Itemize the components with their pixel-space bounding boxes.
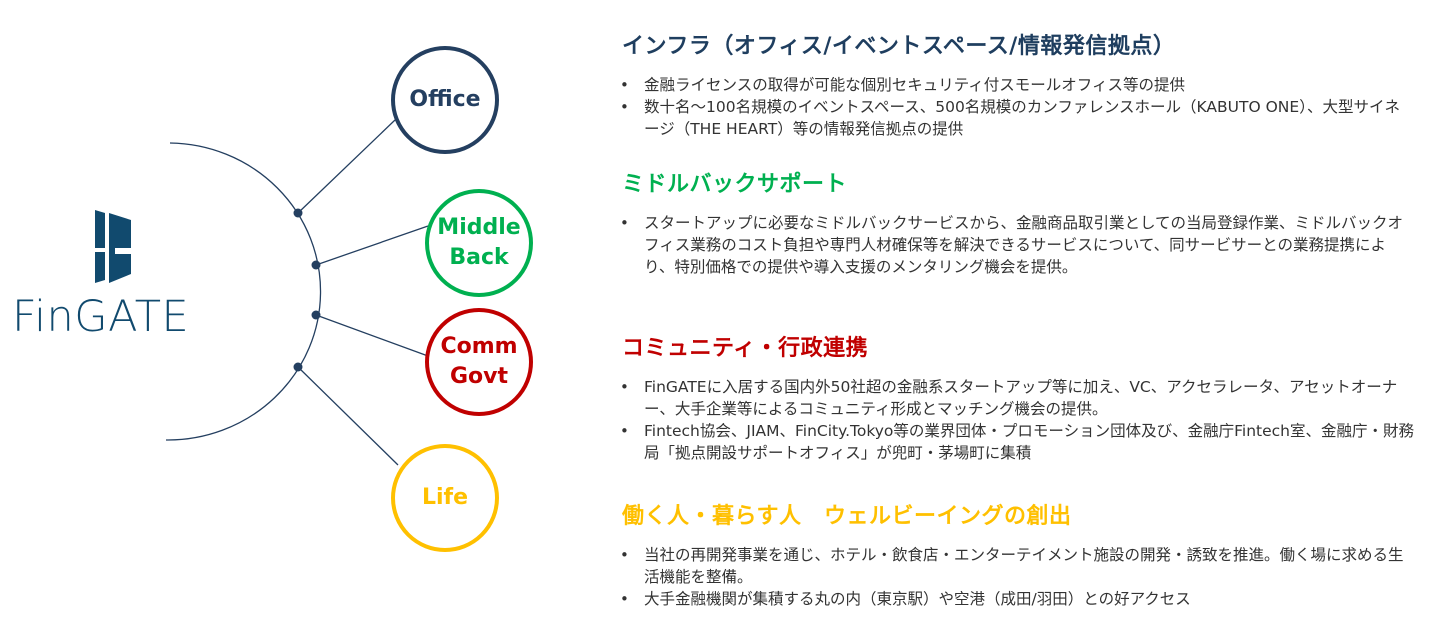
- hub-diagram: FinGATE Office Middle Back Comm Govt Lif…: [0, 0, 580, 626]
- bullet-icon: •: [620, 378, 629, 396]
- junction-dot-comm-govt: [311, 310, 321, 320]
- connector-middle-back: [315, 225, 429, 266]
- section-infra-list: • 金融ライセンスの取得が可能な個別セキュリティ付スモールオフィス等の提供 • 数十…: [614, 74, 1434, 140]
- list-item-text: 金融ライセンスの取得が可能な個別セキュリティ付スモールオフィス等の提供: [644, 76, 1185, 94]
- node-comm-govt: Comm Govt: [425, 308, 533, 416]
- list-item: • Fintech協会、JIAM、FinCity.Tokyo等の業界団体・プロモー…: [614, 420, 1414, 464]
- connector-comm-govt: [315, 314, 429, 357]
- list-item-text: スタートアップに必要なミドルバックサービスから、金融商品取引業としての当局登録作…: [644, 214, 1404, 276]
- list-item-text: 当社の再開発事業を通じ、ホテル・飲食店・エンターテイメント施設の開発・誘致を推進…: [644, 546, 1404, 586]
- list-item: • FinGATEに入居する国内外50社超の金融系スタートアップ等に加え、VC、ア…: [614, 376, 1414, 420]
- section-infra-title: インフラ（オフィス/イベントスペース/情報発信拠点）: [622, 34, 1176, 59]
- bullet-icon: •: [620, 76, 629, 94]
- node-middle-back: Middle Back: [425, 189, 533, 297]
- junction-dot-middle-back: [311, 260, 321, 270]
- connector-office: [297, 119, 396, 214]
- section-middle-back: ミドルバックサポート • スタートアップに必要なミドルバックサービスから、金融商品…: [614, 170, 1434, 278]
- section-community-title: コミュニティ・行政連携: [622, 336, 869, 361]
- node-office: Office: [391, 46, 499, 154]
- node-middle-back-label: Middle Back: [437, 215, 521, 270]
- junction-dot-life: [293, 362, 303, 372]
- section-middle-back-list: • スタートアップに必要なミドルバックサービスから、金融商品取引業としての当局登録…: [614, 212, 1434, 278]
- section-infra: インフラ（オフィス/イベントスペース/情報発信拠点） • 金融ライセンスの取得が可…: [614, 32, 1434, 140]
- section-middle-back-title: ミドルバックサポート: [622, 172, 848, 197]
- bullet-icon: •: [620, 546, 629, 564]
- section-community-list: • FinGATEに入居する国内外50社超の金融系スタートアップ等に加え、VC、ア…: [614, 376, 1434, 464]
- junction-dot-office: [293, 208, 303, 218]
- node-comm-govt-label: Comm Govt: [440, 334, 518, 389]
- list-item: • スタートアップに必要なミドルバックサービスから、金融商品取引業としての当局登録…: [614, 212, 1414, 278]
- hub-arc: [165, 142, 322, 441]
- list-item-text: FinGATEに入居する国内外50社超の金融系スタートアップ等に加え、VC、アク…: [644, 378, 1398, 418]
- node-life-label: Life: [421, 485, 469, 510]
- connector-life: [297, 366, 399, 466]
- bullet-icon: •: [620, 214, 629, 232]
- brand-wordmark: FinGATE: [12, 292, 190, 342]
- list-item-text: Fintech協会、JIAM、FinCity.Tokyo等の業界団体・プロモーシ…: [644, 422, 1414, 462]
- section-wellbeing: 働く人・暮らす人 ウェルビーイングの創出 • 当社の再開発事業を通じ、ホテル・飲食…: [614, 502, 1434, 610]
- fingate-logo-icon: [95, 210, 131, 283]
- list-item-text: 大手金融機関が集積する丸の内（東京駅）や空港（成田/羽田）との好アクセス: [644, 590, 1191, 608]
- list-item-text: 数十名～100名規模のイベントスペース、500名規模のカンファレンスホール（KA…: [644, 98, 1400, 138]
- node-life: Life: [391, 444, 499, 552]
- list-item: • 金融ライセンスの取得が可能な個別セキュリティ付スモールオフィス等の提供: [614, 74, 1414, 96]
- diagram-lines: [165, 119, 429, 466]
- node-office-label: Office: [409, 87, 481, 112]
- list-item: • 大手金融機関が集積する丸の内（東京駅）や空港（成田/羽田）との好アクセス: [614, 588, 1414, 610]
- bullet-icon: •: [620, 590, 629, 608]
- list-item: • 当社の再開発事業を通じ、ホテル・飲食店・エンターテイメント施設の開発・誘致を推…: [614, 544, 1414, 588]
- list-item: • 数十名～100名規模のイベントスペース、500名規模のカンファレンスホール（K…: [614, 96, 1414, 140]
- bullet-icon: •: [620, 98, 629, 116]
- section-wellbeing-title: 働く人・暮らす人 ウェルビーイングの創出: [622, 504, 1072, 529]
- bullet-icon: •: [620, 422, 629, 440]
- section-wellbeing-list: • 当社の再開発事業を通じ、ホテル・飲食店・エンターテイメント施設の開発・誘致を推…: [614, 544, 1434, 610]
- section-community: コミュニティ・行政連携 • FinGATEに入居する国内外50社超の金融系スタート…: [614, 334, 1434, 464]
